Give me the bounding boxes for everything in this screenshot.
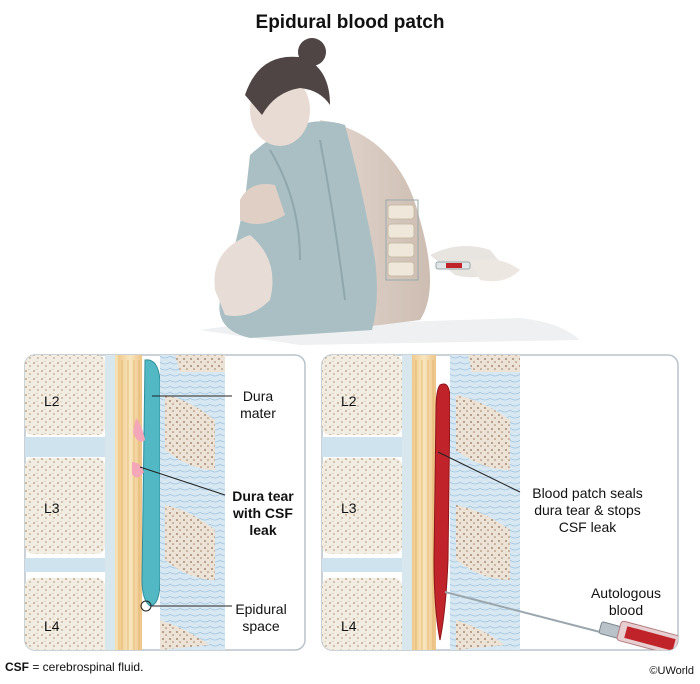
label-dura-mater: Dura mater bbox=[240, 388, 276, 421]
vertebra-label-l4: L4 bbox=[341, 618, 357, 634]
left-panel bbox=[24, 354, 306, 651]
dura-tear-leader bbox=[139, 466, 226, 496]
right-panel bbox=[321, 354, 679, 651]
footnote-abbr: CSF bbox=[5, 660, 29, 674]
label-epidural-space: Epidural space bbox=[235, 601, 287, 634]
blood-patch-leader bbox=[437, 451, 521, 493]
vertebra-label-l2: L2 bbox=[341, 393, 357, 409]
patient-illustration bbox=[200, 38, 580, 345]
vertebra-label-l4: L4 bbox=[44, 618, 60, 634]
copyright: ©UWorld bbox=[649, 665, 694, 677]
label-blood-patch: Blood patch seals dura tear & stops CSF … bbox=[532, 485, 643, 535]
vertebra-label-l3: L3 bbox=[44, 500, 60, 516]
label-dura-tear: Dura tear with CSF leak bbox=[232, 488, 294, 538]
figure-title: Epidural blood patch bbox=[255, 12, 445, 33]
vertebra-label-l3: L3 bbox=[341, 500, 357, 516]
footnote-text: = cerebrospinal fluid. bbox=[29, 660, 144, 674]
vertebra-label-l2: L2 bbox=[44, 393, 60, 409]
footnote: CSF = cerebrospinal fluid. bbox=[5, 660, 143, 674]
label-autologous-blood: Autologous blood bbox=[590, 585, 662, 618]
